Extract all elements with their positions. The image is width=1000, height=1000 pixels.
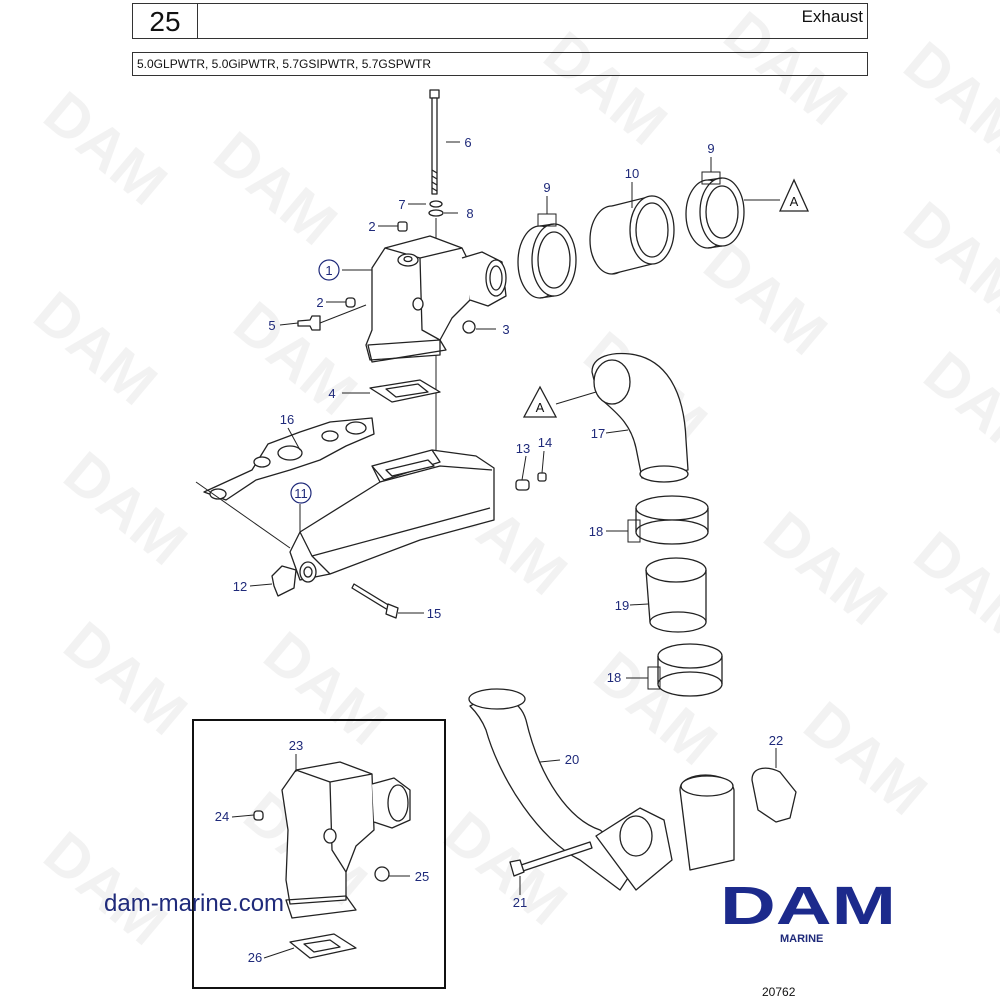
fitting-12 bbox=[271, 565, 297, 597]
ref-triangle-a-upper bbox=[778, 178, 810, 212]
callout-6: 6 bbox=[464, 135, 471, 150]
gasket-16 bbox=[203, 417, 375, 501]
callout-16: 16 bbox=[280, 412, 294, 427]
callout-22: 22 bbox=[769, 733, 783, 748]
callout-21: 21 bbox=[513, 895, 527, 910]
callout-18b: 18 bbox=[607, 670, 621, 685]
callout-15: 15 bbox=[427, 606, 441, 621]
title-box: Exhaust bbox=[197, 3, 868, 39]
fitting-13 bbox=[515, 479, 530, 491]
watermark: DAM bbox=[892, 189, 1000, 328]
callout-8: 8 bbox=[466, 206, 473, 221]
watermark: DAM bbox=[532, 19, 680, 158]
callout-20: 20 bbox=[565, 752, 579, 767]
watermark: DAM bbox=[22, 279, 170, 418]
watermark: DAM bbox=[892, 29, 1000, 168]
figure-number: 20762 bbox=[762, 985, 796, 999]
dam-logo: DAM bbox=[720, 880, 896, 928]
logo-subtitle: MARINE bbox=[780, 933, 824, 945]
exhaust-elbow-1 bbox=[365, 235, 507, 363]
model-list: 5.0GLPWTR, 5.0GiPWTR, 5.7GSIPWTR, 5.7GSP… bbox=[137, 57, 432, 71]
watermark: DAM bbox=[202, 119, 350, 258]
manifold-11 bbox=[289, 449, 495, 583]
callout-10: 10 bbox=[625, 166, 639, 181]
callout-19: 19 bbox=[615, 598, 629, 613]
plug-2-side bbox=[345, 297, 356, 308]
callout-3: 3 bbox=[502, 322, 509, 337]
logo-text: DAM bbox=[720, 880, 896, 928]
callout-14: 14 bbox=[538, 435, 552, 450]
callout-17: 17 bbox=[591, 426, 605, 441]
tailpipe-20 bbox=[468, 688, 735, 891]
watermark: DAM bbox=[32, 79, 180, 218]
plug-14 bbox=[537, 472, 547, 482]
gasket-22 bbox=[751, 767, 797, 823]
site-url[interactable]: dam-marine.com bbox=[104, 890, 285, 917]
ref-a-upper: A bbox=[790, 194, 799, 209]
watermark: DAM bbox=[902, 519, 1000, 658]
clamp-9-right bbox=[685, 177, 745, 249]
callout-11: 11 bbox=[294, 486, 308, 501]
page-title: Exhaust bbox=[801, 7, 863, 26]
watermark: DAM bbox=[252, 619, 400, 758]
watermark: DAM bbox=[32, 819, 180, 958]
gasket-4 bbox=[369, 379, 441, 403]
coupling-19 bbox=[645, 557, 707, 633]
page-number-box: 25 bbox=[132, 3, 198, 39]
washer-8 bbox=[428, 209, 444, 217]
callout-25: 25 bbox=[415, 869, 429, 884]
clamp-9-left bbox=[517, 223, 577, 299]
callout-1: 1 bbox=[325, 263, 332, 278]
plug-2-top bbox=[397, 221, 408, 232]
nut-25 bbox=[374, 866, 390, 882]
watermark: DAM bbox=[692, 229, 840, 368]
elbow-17 bbox=[591, 352, 689, 483]
coupling-10 bbox=[589, 195, 675, 275]
watermark: DAM bbox=[222, 289, 370, 428]
callout-13: 13 bbox=[516, 441, 530, 456]
callout-9b: 9 bbox=[707, 141, 714, 156]
callout-circle-1 bbox=[318, 259, 340, 281]
callout-26: 26 bbox=[248, 950, 262, 965]
callout-circle-11 bbox=[290, 482, 312, 504]
watermark: DAM bbox=[792, 689, 940, 828]
callout-24: 24 bbox=[215, 809, 229, 824]
callout-7: 7 bbox=[398, 197, 405, 212]
ref-a-lower: A bbox=[536, 400, 545, 415]
clamp-18-lower bbox=[657, 643, 723, 697]
watermark: DAM bbox=[712, 0, 860, 138]
bolt-15 bbox=[351, 583, 399, 619]
watermark: DAM bbox=[52, 439, 200, 578]
watermark: DAM bbox=[752, 499, 900, 638]
callout-5: 5 bbox=[268, 318, 275, 333]
elbow-23 bbox=[281, 761, 411, 919]
clamp-18-upper bbox=[635, 495, 709, 545]
callout-2b: 2 bbox=[316, 295, 323, 310]
gasket-26 bbox=[289, 933, 357, 959]
callout-2a: 2 bbox=[368, 219, 375, 234]
callout-23: 23 bbox=[289, 738, 303, 753]
nut-3 bbox=[462, 320, 476, 334]
ref-triangle-a-lower bbox=[522, 385, 558, 418]
fitting-5 bbox=[297, 315, 321, 331]
watermark: DAM bbox=[52, 609, 200, 748]
plug-24 bbox=[253, 810, 264, 821]
models-box: 5.0GLPWTR, 5.0GiPWTR, 5.7GSIPWTR, 5.7GSP… bbox=[132, 52, 868, 76]
washer-7 bbox=[429, 200, 443, 208]
bolt-21 bbox=[509, 841, 593, 877]
inset-frame bbox=[192, 719, 446, 989]
bolt-6 bbox=[429, 89, 440, 195]
callout-12: 12 bbox=[233, 579, 247, 594]
callout-9a: 9 bbox=[543, 180, 550, 195]
callout-4: 4 bbox=[328, 386, 335, 401]
callout-18a: 18 bbox=[589, 524, 603, 539]
watermark: DAM bbox=[912, 339, 1000, 478]
page-number: 25 bbox=[149, 6, 181, 37]
